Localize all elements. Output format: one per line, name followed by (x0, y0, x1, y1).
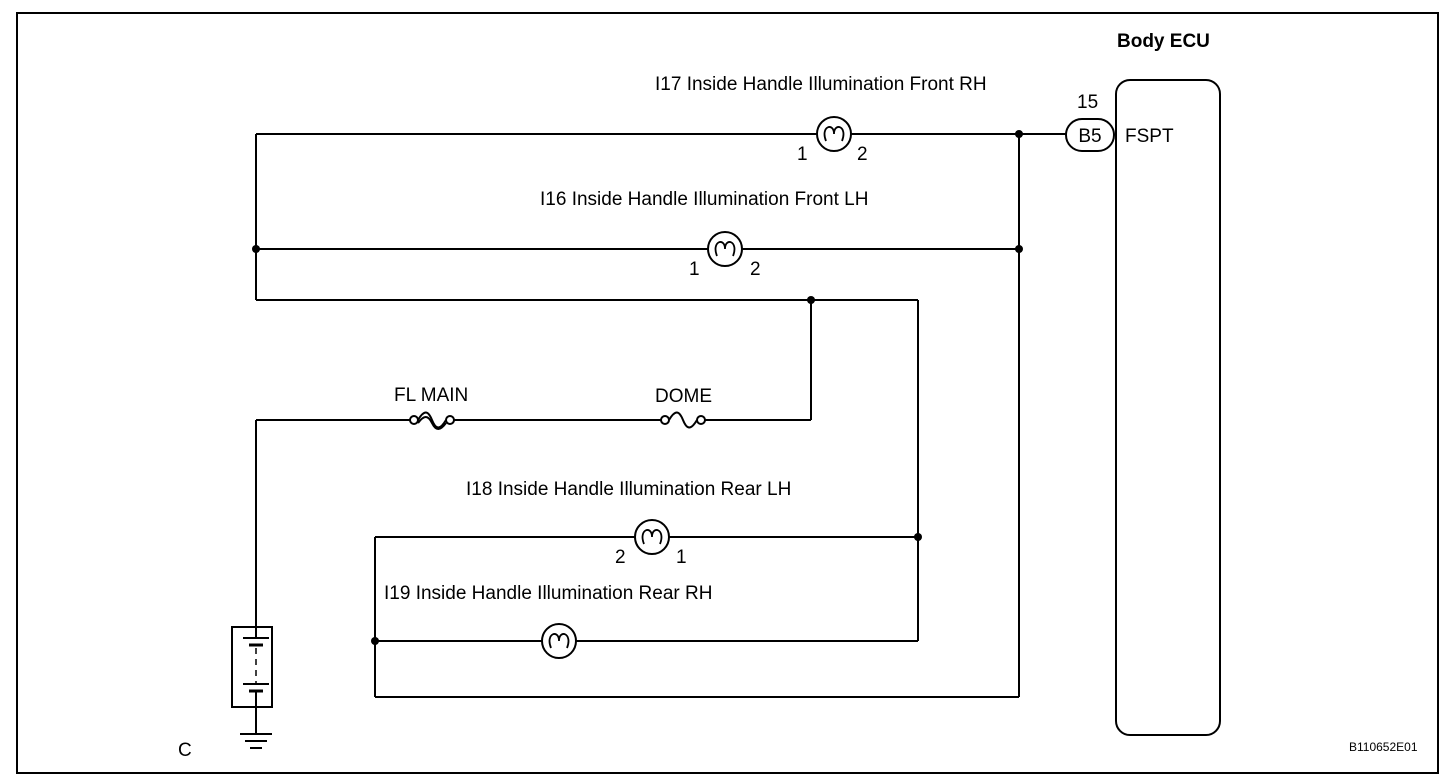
lamp-i16-label: I16 Inside Handle Illumination Front LH (540, 189, 868, 210)
lamp-i18-label: I18 Inside Handle Illumination Rear LH (466, 479, 791, 500)
figure-id: B110652E01 (1349, 740, 1418, 754)
battery-icon (231, 626, 273, 708)
wires (255, 133, 1066, 733)
lamp-i17-pin-right: 2 (857, 144, 868, 165)
body-ecu-title: Body ECU (1117, 31, 1210, 52)
ground-icon (240, 733, 272, 749)
lamp-i18-pin-left: 2 (615, 547, 626, 568)
diagram-frame (16, 12, 1439, 774)
lamp-i18-pin-right: 1 (676, 547, 687, 568)
lamp-i17-label: I17 Inside Handle Illumination Front RH (655, 74, 987, 95)
lamp-i16-pin-right: 2 (750, 259, 761, 280)
fuse-fl-main-icon (409, 411, 455, 430)
body-ecu-box (1115, 79, 1221, 736)
fuse-dome-icon (660, 411, 706, 429)
ecu-pin-number: 15 (1077, 92, 1098, 113)
lamp-i16-icon (707, 231, 743, 267)
lamp-i19-label: I19 Inside Handle Illumination Rear RH (384, 583, 712, 604)
fuse-fl-main-label: FL MAIN (394, 385, 468, 406)
connector-b5-label: B5 (1078, 126, 1101, 147)
lamp-i17-pin-left: 1 (797, 144, 808, 165)
lamp-i17-icon (816, 116, 852, 152)
fuse-dome-label: DOME (655, 386, 712, 407)
lamp-i16-pin-left: 1 (689, 259, 700, 280)
lamp-i18-icon (634, 519, 670, 555)
junction-dots (252, 130, 1023, 645)
battery-label: C (178, 740, 192, 761)
ecu-pin-name: FSPT (1125, 126, 1174, 147)
lamp-i19-icon (541, 623, 577, 659)
